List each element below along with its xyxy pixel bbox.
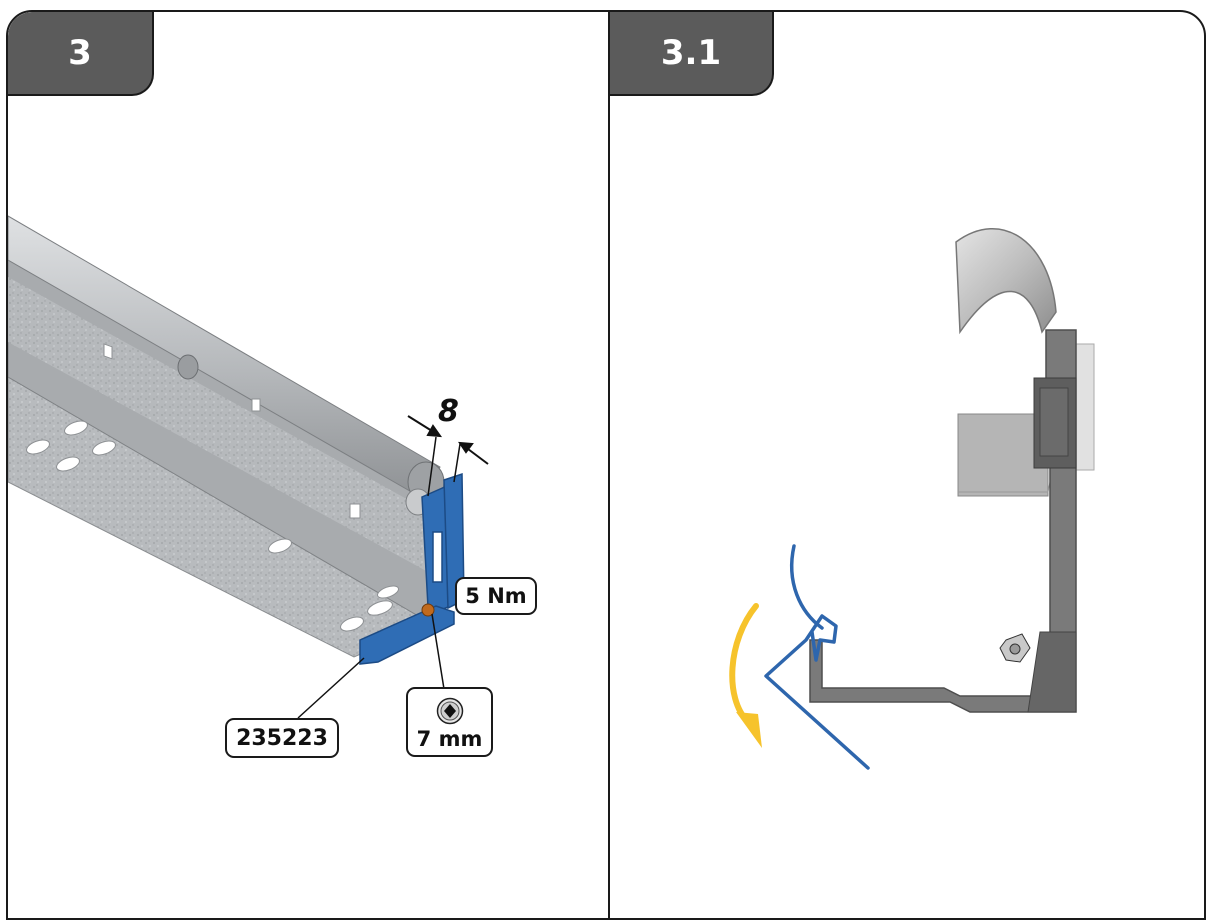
part-number: 235223 — [236, 725, 328, 751]
step-number-tab: 3 — [8, 12, 154, 96]
curved-arrow-icon — [729, 603, 762, 748]
blue-bracket — [359, 472, 465, 665]
part-leader-line — [297, 657, 365, 719]
hex-socket-icon — [436, 697, 463, 725]
tool-leader-line — [431, 613, 445, 690]
tray-rolled-edge-section — [955, 228, 1057, 335]
blue-clip-outline — [764, 544, 870, 770]
dimension-lines — [407, 415, 489, 497]
step-3-panel: 3 8 5 Nm 235223 7 mm — [6, 10, 610, 920]
tool-callout: 7 mm — [406, 687, 493, 757]
bracket-section-illustration — [729, 228, 1095, 770]
dimension-label: 8 — [438, 394, 459, 429]
bolt — [999, 633, 1031, 663]
screw — [421, 603, 435, 617]
step-3-1-panel: 3.1 — [608, 10, 1206, 920]
step-number: 3 — [68, 33, 92, 73]
torque-value: 5 Nm — [465, 584, 527, 608]
tray-slots — [26, 343, 399, 632]
torque-callout: 5 Nm — [455, 577, 537, 615]
part-number-callout: 235223 — [225, 718, 339, 758]
tool-size: 7 mm — [416, 727, 483, 751]
step-number-tab: 3.1 — [610, 12, 774, 96]
cable-tray-illustration — [8, 215, 489, 719]
step-number: 3.1 — [660, 33, 722, 73]
